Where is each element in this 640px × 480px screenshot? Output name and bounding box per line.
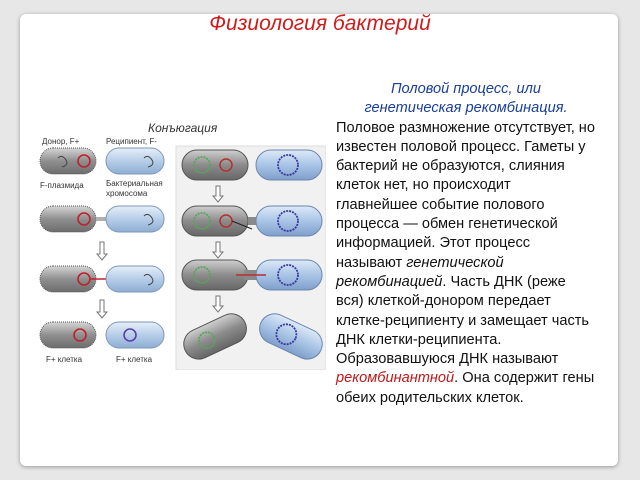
chromosome-curl [143, 155, 154, 168]
down-arrow-icon [211, 241, 225, 259]
plasmid-label: F-плазмида [40, 181, 84, 190]
slide-title: Физиология бактерий [209, 12, 431, 35]
down-arrow-icon [95, 299, 109, 319]
down-arrow-icon [211, 295, 225, 313]
donor-label: Донор, F+ [42, 137, 80, 146]
down-arrow-icon [211, 185, 225, 203]
figure-title: Конъюгация [148, 121, 218, 135]
term-recombination: генетической рекомбинацией [336, 254, 504, 290]
down-arrow-icon [95, 241, 109, 261]
row2-schematic [39, 205, 165, 233]
chromosome-label-1: Бактериальная [106, 179, 163, 188]
body-paragraph: Половое размножение отсутствует, но изве… [336, 119, 596, 408]
plasmid-ring [77, 154, 91, 168]
body-text-2: . Часть ДНК (реже вся) клеткой-донором п… [336, 273, 590, 368]
conjugation-figure: Конъюгация Донор, F+ Реципиент, F- F-пла… [39, 121, 326, 370]
recipient-label: Реципиент, F- [106, 137, 157, 146]
heading-line-2: генетическая рекомбинация. [364, 100, 568, 117]
row1-schematic [39, 147, 165, 175]
recipient-cell [105, 147, 165, 175]
donor-cell [39, 147, 97, 175]
chromosome-label-2: хромосома [106, 189, 148, 198]
result-right-label: F+ клетка [116, 355, 153, 364]
chromosome-curl [57, 155, 68, 168]
heading-line-1: Половой процесс, или [390, 81, 542, 97]
result-left-label: F+ клетка [46, 355, 83, 364]
body-text-1: Половое размножение отсутствует, но изве… [336, 119, 595, 271]
row4-schematic [39, 321, 165, 349]
section-heading: Половой процесс, или генетическая рекомб… [336, 80, 596, 119]
term-recombinant: рекомбинантной [336, 370, 455, 387]
body-text-3: . Она содержит гены обеих родительских к… [336, 370, 595, 406]
row3-schematic [39, 265, 165, 293]
text-block: Половой процесс, или генетическая рекомб… [336, 80, 596, 408]
